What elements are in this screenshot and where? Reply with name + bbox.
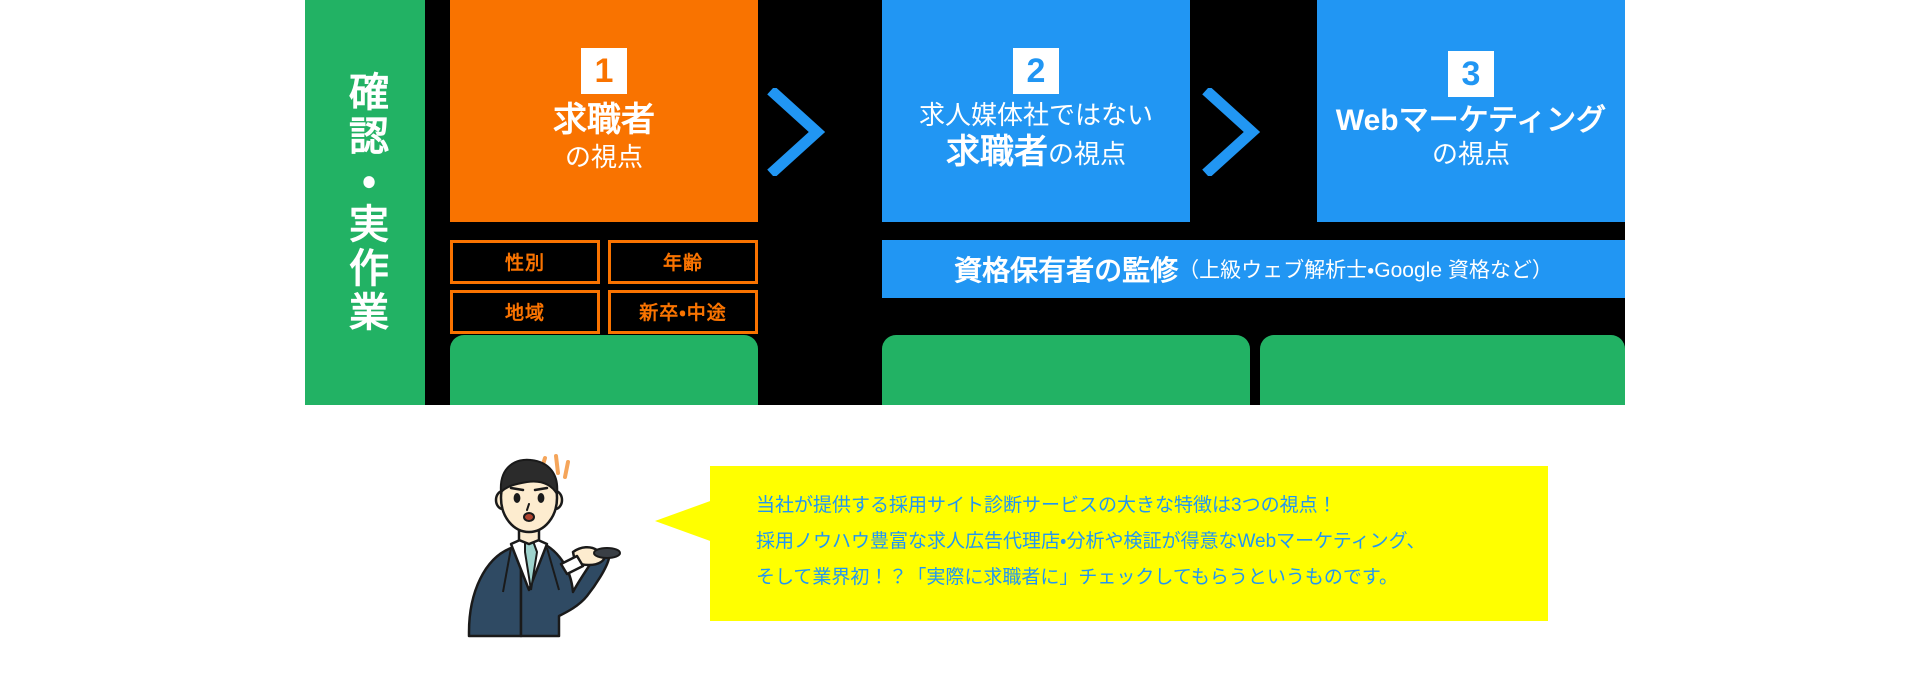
sidebar-label-text: 確認・実作業 [343,70,387,335]
viewpoint-column-1: 1 求職者 の視点 [450,0,758,222]
step-number-badge-2: 2 [1013,48,1059,95]
viewpoint-title-row-2: 求職者の視点 [946,132,1126,173]
attribute-tag: 性別 [450,240,600,284]
callout-line: 採用ノウハウ豊富な求人広告代理店・分析や検証が得意なWebマーケティング、 [756,531,1426,552]
viewpoint-pretitle-2: 求人媒体社ではない [918,100,1153,131]
step-number-badge-3: 3 [1448,50,1494,97]
viewpoint-subtitle-3: の視点 [1431,139,1510,170]
viewpoint-column-2: 2 求人媒体社ではない 求職者の視点 [882,0,1190,222]
green-footer-bar [882,335,1250,405]
supervision-bar: 資格保有者の監修 （上級ウェブ解析士・Google 資格など） [882,240,1625,298]
supervision-detail: （上級ウェブ解析士・Google 資格など） [1178,259,1553,282]
viewpoint-title-1: 求職者 [553,101,655,140]
attribute-tag: 地域 [450,290,600,334]
viewpoint-card-3: 3 Webマーケティング の視点 [1317,0,1625,222]
attribute-tag-grid: 性別 年齢 地域 新卒・中途 [450,240,758,334]
three-viewpoints-diagram: 確認・実作業 1 求職者 の視点 2 求人媒体社ではない 求職者の視点 3 We… [305,0,1625,405]
step-number-badge-1: 1 [581,48,627,95]
callout-line: 当社が提供する採用サイト診断サービスの大きな特徴は3つの視点！ [756,495,1337,516]
viewpoint-card-2: 2 求人媒体社ではない 求職者の視点 [882,0,1190,222]
callout-box: 当社が提供する採用サイト診断サービスの大きな特徴は3つの視点！ 採用ノウハウ豊富… [710,466,1548,621]
viewpoint-column-3: 3 Webマーケティング の視点 [1317,0,1625,222]
chevron-right-icon [1202,86,1261,178]
chevron-right-icon [767,86,826,178]
green-footer-bar [1260,335,1625,405]
viewpoint-title-2: 求職者 [945,133,1048,172]
callout-line: そして業界初！？「実際に求職者に」チェックしてもらうというものです。 [756,567,1399,588]
viewpoint-title-3: Webマーケティング [1335,103,1607,137]
green-footer-bar [450,335,758,405]
attribute-tag: 年齢 [608,240,758,284]
viewpoint-subtitle-2: の視点 [1047,139,1126,170]
businessman-presenting-illustration [455,440,685,670]
callout-pointer-triangle [655,500,713,542]
supervision-title: 資格保有者の監修 [954,255,1179,286]
viewpoint-subtitle-1: の視点 [564,141,643,172]
viewpoint-card-1: 1 求職者 の視点 [450,0,758,222]
attribute-tag: 新卒・中途 [608,290,758,334]
sidebar-vertical-label: 確認・実作業 [305,0,425,405]
